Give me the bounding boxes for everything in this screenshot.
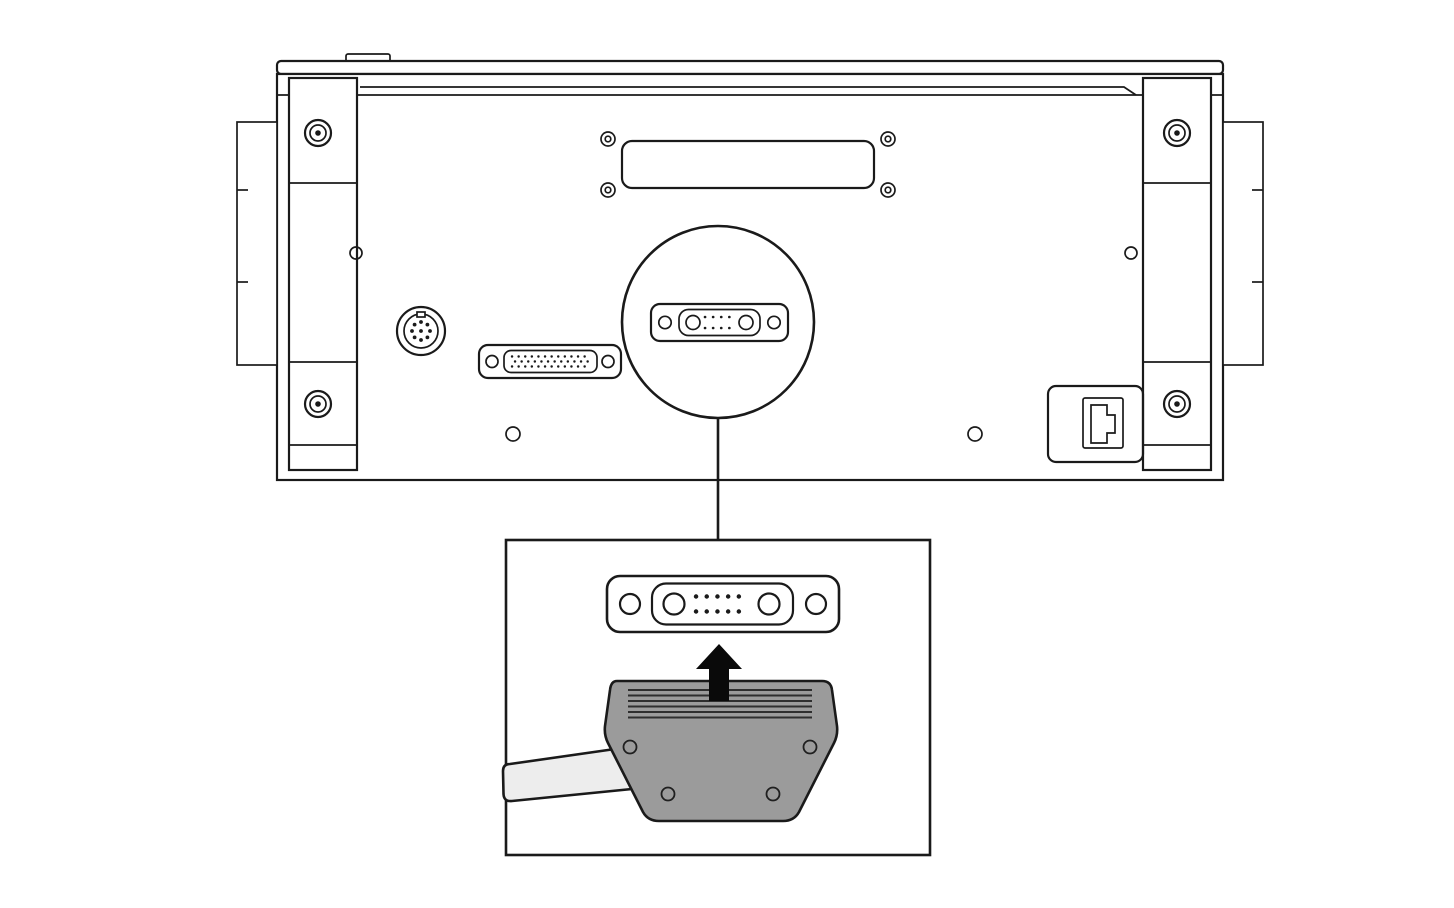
chassis-hole	[967, 426, 983, 442]
power-module-outline	[1046, 384, 1145, 464]
combo-screw	[766, 315, 782, 330]
plate-screw	[880, 131, 896, 147]
screw-dot	[1174, 401, 1180, 407]
screw-inner	[1168, 395, 1186, 413]
connector-detail-callout	[620, 224, 816, 420]
accessory-plate-outline	[620, 139, 876, 190]
screw-inner	[884, 135, 892, 143]
screw-outer	[303, 389, 333, 419]
combo-screw	[657, 315, 673, 330]
screw-dot	[1174, 130, 1180, 136]
screw-dot	[315, 401, 321, 407]
screw-inner	[309, 395, 327, 413]
power-inlet-opening	[1082, 397, 1124, 449]
plate-screw	[880, 182, 896, 198]
left-side-tab	[236, 121, 278, 366]
right-side-tab	[1222, 121, 1264, 366]
bracket-screw	[303, 118, 333, 148]
combo-flange	[649, 302, 790, 343]
combo-large-pin	[738, 314, 754, 331]
connector-pin	[410, 329, 414, 333]
d-sub-screw	[485, 354, 499, 369]
screw-outer	[303, 118, 333, 148]
connector-pin	[412, 335, 417, 340]
cable-connector-plug	[603, 679, 839, 823]
connector-pin	[419, 338, 423, 342]
screw-inner	[604, 186, 612, 194]
circular-multipin-connector	[395, 305, 447, 357]
d-sub-multipin-connector	[477, 343, 623, 380]
circular-connector-outer	[395, 305, 447, 357]
d-sub-screw	[601, 354, 615, 369]
insertion-direction-arrow	[696, 644, 742, 701]
screw-inner	[1168, 124, 1186, 142]
right-rack-bracket	[1141, 76, 1213, 472]
detail-inset	[501, 538, 932, 857]
backshell-screw	[622, 739, 638, 755]
left-rack-bracket	[287, 76, 359, 472]
combo-screw-large	[804, 592, 828, 616]
backshell-body	[603, 679, 839, 823]
power-inlet-module	[1046, 384, 1145, 464]
plate-screw	[600, 182, 616, 198]
power-inlet-contact	[1090, 404, 1116, 444]
screw-outer	[600, 131, 616, 147]
device-rear-panel	[236, 53, 1264, 482]
connector-pin	[428, 329, 432, 333]
screw-outer	[880, 131, 896, 147]
screw-outer	[1162, 389, 1192, 419]
backshell-screw	[802, 739, 818, 755]
connector-pin	[419, 320, 423, 324]
combo-connector-receptacle-enlarged	[605, 574, 841, 634]
lid-seam-line	[360, 86, 1137, 96]
chassis-hole	[1124, 246, 1138, 260]
connector-pin	[419, 329, 423, 333]
plate-screw	[600, 131, 616, 147]
d-sub-flange	[477, 343, 623, 380]
screw-dot	[315, 130, 321, 136]
top-cover-edge	[275, 59, 1225, 76]
combo-screw-large	[618, 592, 642, 616]
screw-outer	[880, 182, 896, 198]
d-sub-shell	[503, 349, 598, 374]
circular-connector-key-notch	[416, 311, 426, 318]
combo-connector-receptacle	[649, 302, 790, 343]
screw-outer	[600, 182, 616, 198]
chassis-hole	[349, 246, 363, 260]
screw-inner	[884, 186, 892, 194]
connector-pin	[425, 322, 430, 327]
left-bracket-body	[287, 76, 359, 472]
screw-inner	[604, 135, 612, 143]
connector-pin	[425, 335, 430, 340]
combo-large-pin	[685, 314, 701, 331]
bracket-screw	[1162, 118, 1192, 148]
combo-flange-large	[605, 574, 841, 634]
chassis-hole	[505, 426, 521, 442]
backshell-screw	[765, 786, 781, 802]
combo-large-pin	[757, 592, 781, 616]
screw-inner	[309, 124, 327, 142]
combo-large-pin	[662, 592, 686, 616]
bracket-screw	[1162, 389, 1192, 419]
combo-shell-large	[650, 582, 795, 626]
combo-shell	[678, 308, 761, 337]
connector-pin	[412, 322, 417, 327]
left-side-tab-body	[236, 121, 278, 366]
backshell-screw	[660, 786, 676, 802]
top-accessory-plate	[600, 131, 896, 198]
bracket-screw	[303, 389, 333, 419]
screw-outer	[1162, 118, 1192, 148]
right-side-tab-body	[1222, 121, 1264, 366]
